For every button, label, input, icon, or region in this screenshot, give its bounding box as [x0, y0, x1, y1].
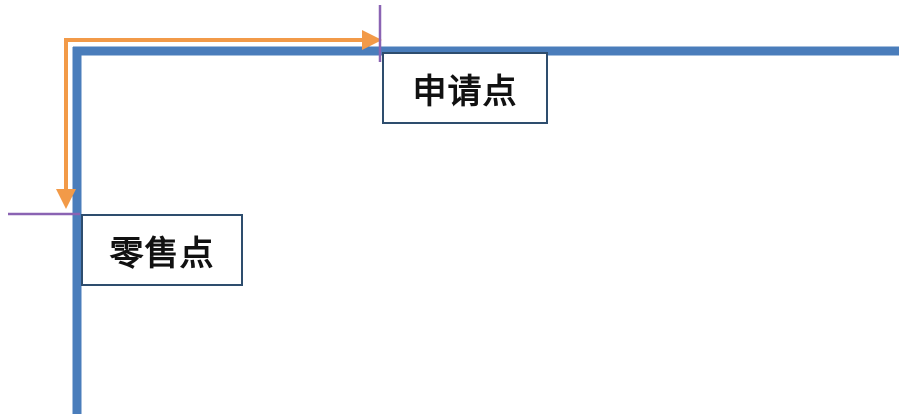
retail-point-label: 零售点 [81, 214, 243, 286]
path-arrow-right [56, 30, 382, 209]
apply-point-label: 申请点 [382, 52, 548, 124]
